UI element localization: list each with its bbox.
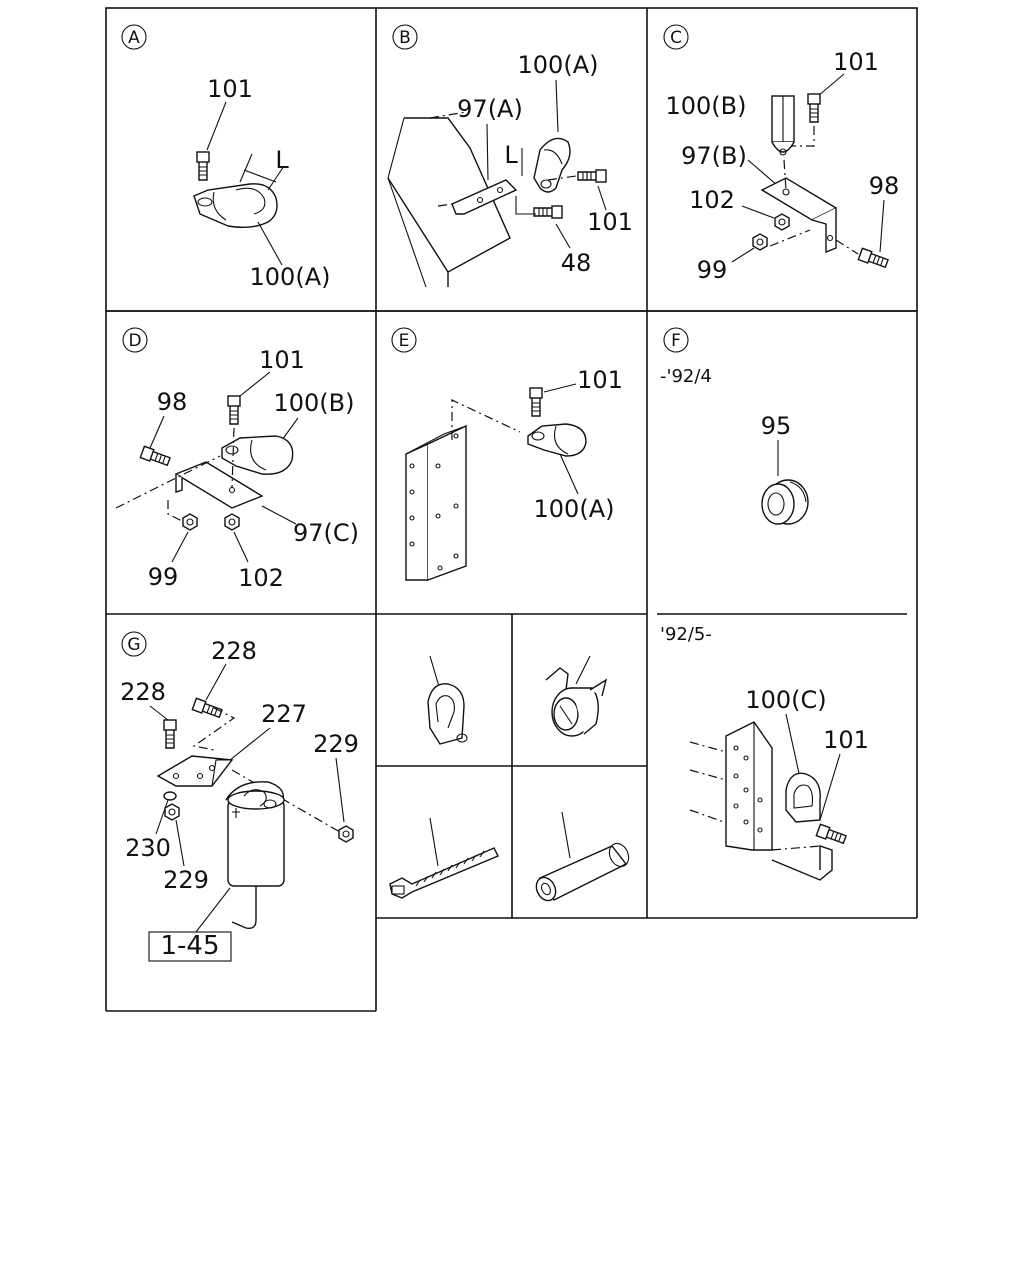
nut-99 — [182, 513, 198, 531]
tube-55 — [535, 842, 630, 902]
label-97c: 97(C) — [293, 519, 359, 547]
label-100b: 100(B) — [666, 92, 747, 120]
clamp-100a — [193, 183, 278, 229]
label-230: 230 — [125, 834, 171, 862]
panel-tube-55 — [535, 811, 630, 902]
grommet-95 — [761, 479, 809, 525]
label-99: 99 — [148, 563, 179, 591]
panel-e-marker — [391, 327, 417, 353]
panel-clip-41a — [545, 655, 608, 737]
panel-c-marker — [663, 24, 689, 50]
label-228-lower: 228 — [120, 678, 166, 706]
bracket-97a — [451, 179, 518, 215]
panel-e-letter: E — [399, 331, 410, 351]
washer-230 — [163, 791, 177, 801]
panel-g-marker — [121, 631, 147, 657]
clamp-100b — [221, 435, 294, 475]
bracket-97c — [174, 461, 264, 509]
panel-d-letter: D — [128, 331, 141, 351]
label-100a: 100(A) — [518, 51, 599, 79]
label-100b: 100(B) — [274, 389, 355, 417]
nut-102 — [774, 213, 790, 231]
cable-tie-41c — [389, 847, 499, 899]
frame-rail — [405, 424, 467, 581]
frame-bracket — [689, 721, 833, 881]
clamp-100a — [533, 137, 571, 193]
bolt-98 — [857, 247, 890, 270]
clip-41a — [545, 667, 608, 737]
label-98: 98 — [869, 172, 900, 200]
label-99: 99 — [697, 256, 728, 284]
clamp-100a — [527, 423, 587, 457]
panel-frames — [105, 7, 918, 1012]
label-101: 101 — [833, 48, 879, 76]
dimension-l: L — [275, 146, 289, 174]
label-229-right: 229 — [313, 730, 359, 758]
nut-229-right — [338, 825, 354, 843]
bolt-101 — [815, 823, 848, 846]
bolt-98 — [139, 445, 172, 468]
panel-d-marker — [122, 327, 148, 353]
bolt-228-upper — [191, 697, 224, 720]
label-101: 101 — [577, 366, 623, 394]
clamp-100b — [771, 95, 795, 156]
bolt-228-lower — [163, 719, 177, 749]
bracket-227 — [156, 755, 234, 787]
panel-d: D 101 98 100(B) 97(C) 99 102 — [115, 327, 359, 592]
label-229-left: 229 — [163, 866, 209, 894]
label-101: 101 — [207, 75, 253, 103]
bolt-101 — [196, 151, 210, 181]
label-97b: 97(B) — [681, 142, 747, 170]
panel-a: A 101 L 100(A) — [121, 24, 331, 291]
panel-g-letter: G — [127, 635, 140, 655]
panel-f-letter: F — [671, 331, 681, 351]
bolt-48 — [533, 205, 563, 219]
bolt-101 — [529, 387, 543, 417]
panel-f-marker — [663, 327, 689, 353]
label-48: 48 — [561, 249, 592, 277]
nut-229-left — [164, 803, 180, 821]
panel-clip-41b — [427, 655, 468, 745]
panel-a-letter: A — [128, 28, 140, 48]
label-101: 101 — [823, 726, 869, 754]
label-101: 101 — [587, 208, 633, 236]
panel-b-marker — [392, 24, 418, 50]
bracket-97b — [760, 177, 838, 254]
bolt-101 — [807, 93, 821, 123]
panel-tie-41c — [389, 817, 499, 899]
reference-box — [148, 931, 232, 962]
panel-a-marker — [121, 24, 147, 50]
label-100a: 100(A) — [250, 263, 331, 291]
panel-b-letter: B — [399, 28, 411, 48]
clamp-100c — [785, 772, 821, 823]
label-100a: 100(A) — [534, 495, 615, 523]
label-102: 102 — [689, 186, 735, 214]
dimension-l: L — [504, 141, 518, 169]
label-97a: 97(A) — [457, 95, 523, 123]
panel-e: E 101 100(A) — [391, 327, 623, 581]
panel-b: B 100(A) 97(A) L 101 48 — [387, 24, 633, 288]
label-227: 227 — [261, 700, 307, 728]
panel-f: F -'92/4 95 '92/5- 100(C) 101 — [660, 327, 869, 881]
nut-102 — [224, 513, 240, 531]
label-100c: 100(C) — [745, 686, 826, 714]
clip-41b — [427, 683, 468, 745]
date-range-early: -'92/4 — [660, 366, 712, 387]
panel-c: C 101 100(B) 97(B) 102 98 99 — [663, 24, 900, 284]
label-101: 101 — [259, 346, 305, 374]
fuel-filter — [225, 781, 285, 930]
bolt-101 — [227, 395, 241, 425]
bolt-101 — [577, 169, 607, 183]
label-228-upper: 228 — [211, 637, 257, 665]
nut-99 — [752, 233, 768, 251]
label-98: 98 — [157, 388, 188, 416]
date-range-late: '92/5- — [660, 624, 712, 645]
label-102: 102 — [238, 564, 284, 592]
reference-1-45[interactable]: 1-45 — [160, 931, 219, 961]
panel-g: G 228 228 227 229 — [120, 631, 359, 962]
panel-c-letter: C — [670, 28, 682, 48]
label-95: 95 — [761, 412, 792, 440]
